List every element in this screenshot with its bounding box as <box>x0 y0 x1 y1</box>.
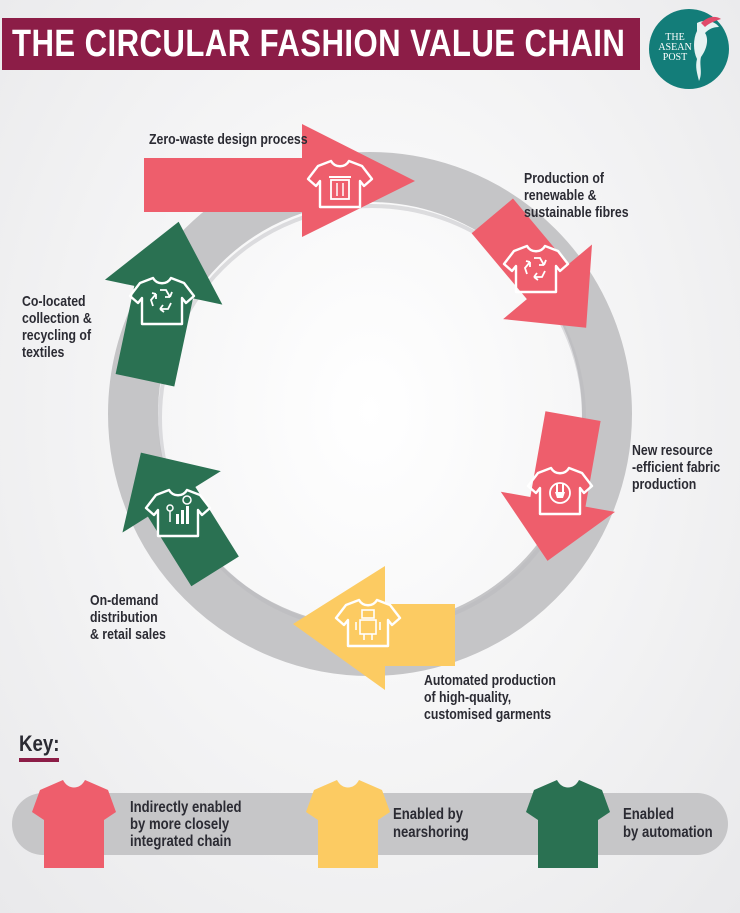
key-underline <box>19 758 59 762</box>
step-arrow-automated <box>293 566 455 690</box>
logo-line-1: THE <box>665 32 685 43</box>
label-line: nearshoring <box>393 824 469 841</box>
label-line: Indirectly enabled <box>130 799 242 816</box>
label-line: customised garments <box>424 706 552 723</box>
key-swatch-automation <box>526 780 610 868</box>
asean-post-logo: THE ASEAN POST <box>649 9 729 89</box>
label-line: by more closely <box>130 816 230 833</box>
label-line: integrated chain <box>130 833 232 850</box>
label-line: -efficient fabric <box>632 459 721 476</box>
page-title: THE CIRCULAR FASHION VALUE CHAIN <box>12 23 626 65</box>
growth-chart-icon <box>166 495 192 524</box>
key-swatch-indirect <box>32 780 116 868</box>
logo-line-3: POST <box>662 52 688 63</box>
label-line: production <box>632 476 697 493</box>
robot-icon <box>355 609 381 640</box>
label-line: Enabled <box>623 806 675 823</box>
t-shirt-icon <box>144 488 212 538</box>
label-line: collection & <box>22 310 92 327</box>
t-shirt-icon <box>526 466 594 516</box>
logo-line-2: ASEAN <box>658 42 692 53</box>
label-line: of high-quality, <box>424 689 512 706</box>
label-line: Automated production <box>424 672 556 689</box>
label-line: textiles <box>22 344 65 361</box>
label-line: Zero-waste design process <box>149 131 308 148</box>
hummingbird-icon <box>694 16 721 81</box>
plug-icon <box>549 482 571 504</box>
label-line: renewable & <box>524 187 597 204</box>
label-line: Production of <box>524 170 604 187</box>
key-title: Key: <box>19 731 60 756</box>
label-line: Enabled by <box>393 806 463 823</box>
label-line: by automation <box>623 824 713 841</box>
step-arrow-collection <box>104 221 223 387</box>
step-label-zero-waste: Zero-waste design process <box>149 131 308 148</box>
title-bar: THE CIRCULAR FASHION VALUE CHAIN <box>2 18 640 70</box>
t-shirt-icon <box>306 159 374 209</box>
label-line: New resource <box>632 442 713 459</box>
label-line: sustainable fibres <box>524 204 629 221</box>
label-line: & retail sales <box>90 626 166 643</box>
trash-bin-icon <box>329 176 351 200</box>
step-arrow-fabric <box>500 411 616 561</box>
step-arrow-fibres <box>471 198 593 328</box>
key-swatch-nearshoring <box>306 780 390 868</box>
label-line: Co-located <box>22 293 86 310</box>
label-line: distribution <box>90 609 158 626</box>
label-line: recycling of <box>22 327 92 344</box>
step-arrow-retail <box>122 452 239 587</box>
t-shirt-icon <box>334 598 402 648</box>
label-line: On-demand <box>90 592 159 609</box>
logo-text: THE ASEAN POST <box>655 33 695 63</box>
step-arrow-zero-waste <box>144 124 415 237</box>
